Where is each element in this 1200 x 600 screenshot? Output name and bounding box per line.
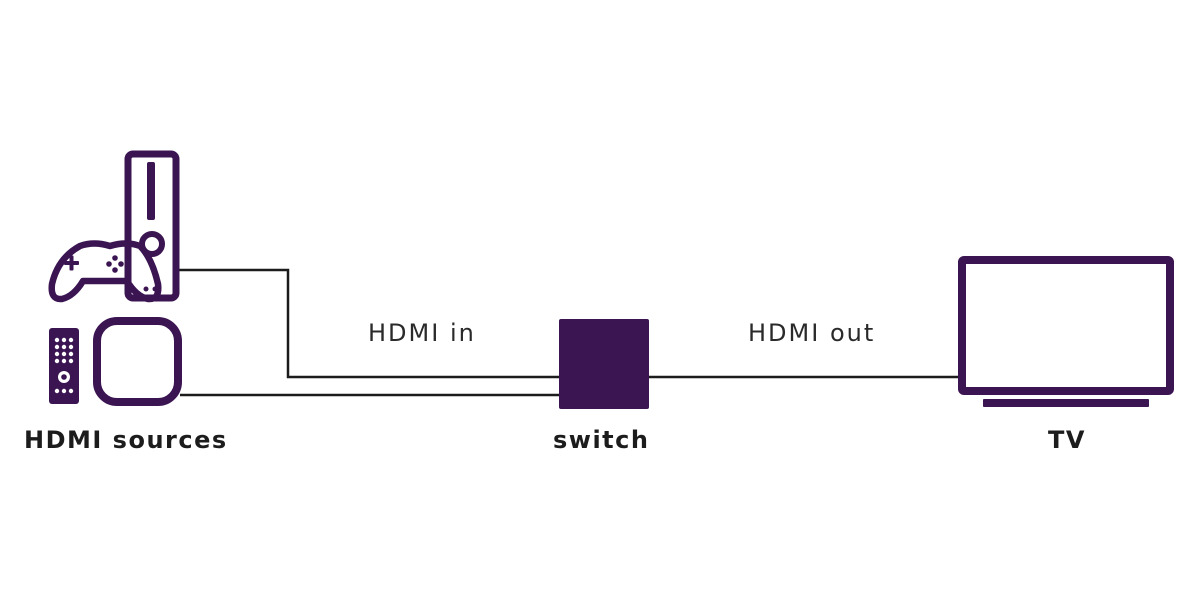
label-hdmi-in: HDMI in: [368, 319, 476, 347]
label-tv: TV: [1048, 426, 1086, 454]
game-console-icon: [124, 150, 180, 302]
gamepad-icon: [48, 240, 162, 303]
label-switch: switch: [553, 426, 649, 454]
streaming-box-icon: [93, 317, 182, 406]
television-icon: [958, 256, 1174, 407]
cables: [178, 268, 962, 397]
switch-group: switch: [553, 319, 649, 454]
tv-group: TV: [958, 256, 1174, 454]
cable-console-to-switch: [178, 268, 560, 379]
label-hdmi-out: HDMI out: [748, 319, 875, 347]
remote-control-icon: [49, 328, 79, 404]
hdmi-sources-group: HDMI sources: [24, 150, 228, 454]
label-hdmi-sources: HDMI sources: [24, 426, 228, 454]
hdmi-switch-icon: [559, 319, 649, 409]
